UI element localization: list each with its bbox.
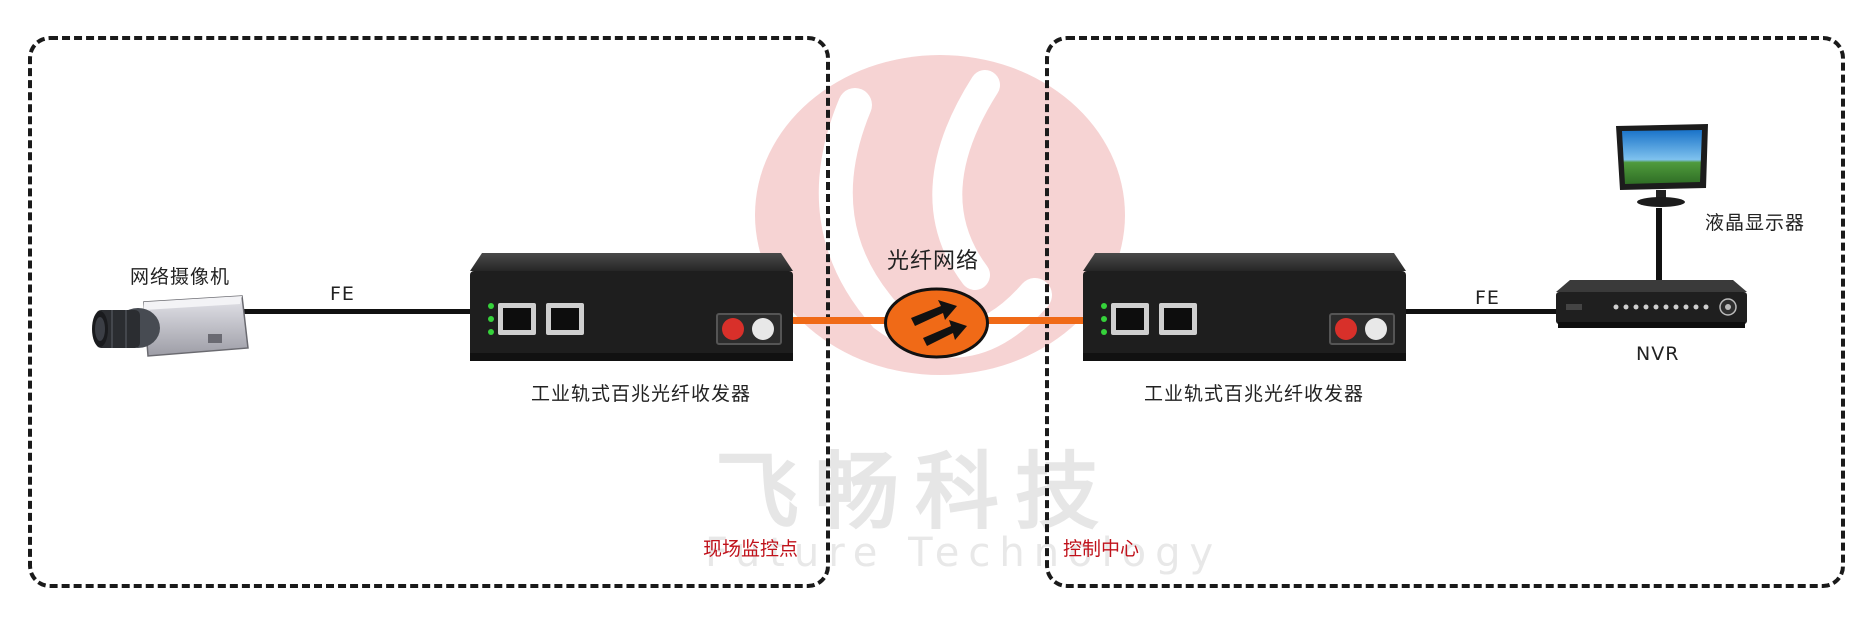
camera-ethernet-wire xyxy=(243,309,471,314)
rj45-port-1-icon xyxy=(498,303,536,335)
fiber-sc-port-icon xyxy=(1329,313,1395,345)
status-led-1-icon xyxy=(488,303,494,309)
field-zone-label: 现场监控点 xyxy=(703,538,799,560)
status-led-2-icon xyxy=(488,316,494,322)
lcd-monitor-icon xyxy=(1612,124,1710,210)
fe-link-label-left: FE xyxy=(330,283,355,305)
camera-label: 网络摄像机 xyxy=(130,266,231,288)
right-fiber-link xyxy=(985,317,1083,324)
fiber-sc-port-icon xyxy=(716,313,782,345)
nvr-device-icon xyxy=(1556,280,1747,330)
monitor-label: 液晶显示器 xyxy=(1705,212,1806,234)
rj45-port-2-icon xyxy=(1159,303,1197,335)
converter-right-label: 工业轨式百兆光纤收发器 xyxy=(1144,383,1365,405)
center-zone-label: 控制中心 xyxy=(1063,538,1140,560)
converter-left-label: 工业轨式百兆光纤收发器 xyxy=(531,383,752,405)
network-camera-icon xyxy=(92,290,252,370)
status-led-2-icon xyxy=(1101,316,1107,322)
rj45-port-1-icon xyxy=(1111,303,1149,335)
status-led-1-icon xyxy=(1101,303,1107,309)
fiber-network-icon xyxy=(883,286,990,360)
converter-left xyxy=(470,253,793,363)
watermark-company-name: 飞畅科技 xyxy=(715,443,1116,541)
rj45-port-2-icon xyxy=(546,303,584,335)
fiber-network-label: 光纤网络 xyxy=(887,249,980,274)
left-fiber-link xyxy=(792,317,885,324)
status-led-3-icon xyxy=(488,329,494,335)
field-monitoring-zone xyxy=(28,36,830,588)
fe-link-label-right: FE xyxy=(1475,287,1500,309)
status-led-3-icon xyxy=(1101,329,1107,335)
nvr-ethernet-wire xyxy=(1405,309,1560,314)
watermark-company-english: Future Technology xyxy=(705,530,1223,576)
monitor-cable xyxy=(1656,208,1662,283)
converter-right xyxy=(1083,253,1406,363)
watermark-logo-icon xyxy=(735,45,1135,385)
nvr-label: NVR xyxy=(1636,343,1680,365)
control-center-zone xyxy=(1045,36,1845,588)
